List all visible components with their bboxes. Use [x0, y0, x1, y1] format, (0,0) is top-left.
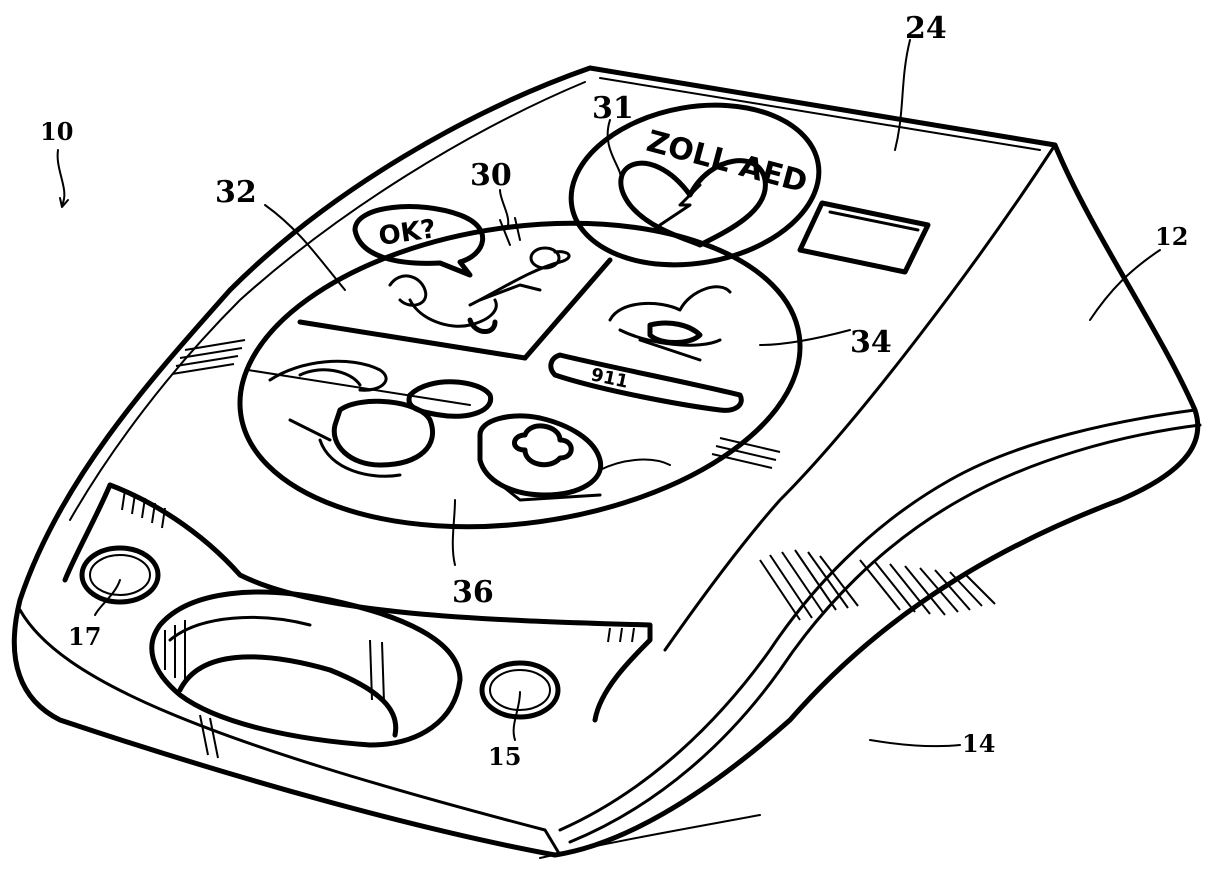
instruction-oval — [220, 189, 820, 561]
ref-label-button-right: 15 — [488, 742, 521, 771]
oval-divider-horizontal-lower — [248, 370, 470, 405]
handle-hatching — [165, 620, 384, 758]
ref-label-panel-call: 34 — [850, 325, 892, 360]
oval-divider-vertical — [525, 260, 610, 358]
logo-text: ZOLL AED — [643, 124, 811, 200]
front-recess-left-wall — [65, 485, 110, 580]
ref-label-panel-check: 32 — [215, 175, 257, 210]
button-right — [482, 663, 558, 717]
handle-grip — [180, 657, 396, 735]
ref-label-panel-pads: 36 — [452, 575, 494, 610]
lightning-bolt-icon — [660, 185, 700, 225]
ref-label-base: 14 — [962, 729, 995, 758]
button-right-inner — [490, 670, 550, 710]
ref-label-top-surface: 24 — [905, 11, 947, 46]
ref-label-panel-step-one: 30 — [470, 158, 512, 193]
speech-bubble-text: OK? — [377, 214, 438, 252]
handle-inner-rim — [170, 617, 310, 640]
housing-outline — [14, 68, 1198, 855]
ref-label-device: 10 — [40, 117, 73, 146]
ref-label-button-left: 17 — [68, 622, 101, 651]
display-window — [800, 203, 928, 272]
recess-hatching — [122, 490, 634, 642]
button-left — [82, 548, 158, 602]
ref-label-housing-side: 12 — [1155, 222, 1188, 251]
button-left-inner — [90, 555, 150, 595]
base-seam-upper — [560, 410, 1195, 830]
panel-call-figures: 911 — [551, 287, 741, 411]
ref-label-logo-panel: 31 — [592, 91, 634, 126]
